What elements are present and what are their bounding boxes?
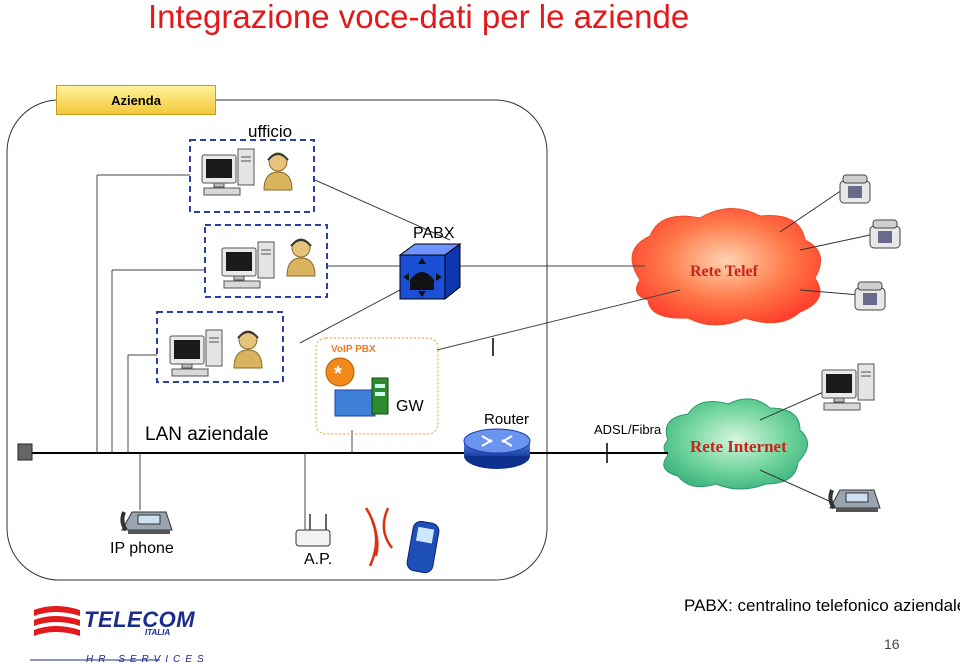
access-point-icon — [295, 514, 331, 547]
gw-label: GW — [396, 398, 424, 415]
rete-internet-label: Rete Internet — [690, 437, 787, 456]
telecom-logo-icon — [34, 606, 80, 636]
ufficio-group — [189, 139, 315, 213]
ufficio-label: ufficio — [248, 122, 293, 141]
rete-telef-cloud — [631, 207, 822, 326]
phone-icon — [854, 281, 886, 311]
ip-phone-icon — [120, 510, 174, 536]
user-icon — [286, 238, 316, 277]
logo-brand-text: TELECOM — [84, 607, 196, 632]
azienda-enclosure — [6, 99, 548, 581]
line-ufficio-pabx — [314, 179, 451, 241]
pabx-label: PABX — [413, 225, 455, 242]
voip-pbx-icon: * — [325, 357, 389, 417]
pc-icon — [221, 241, 275, 289]
wireless-waves-icon — [364, 507, 394, 567]
phone-icon — [839, 174, 871, 204]
page-title: Integrazione voce-dati per le aziende — [148, 0, 690, 35]
svg-text:*: * — [334, 363, 342, 385]
pc-icon — [201, 148, 255, 196]
access-point-label: A.P. — [304, 551, 333, 568]
internet-pc-icon — [821, 363, 875, 411]
router-label: Router — [484, 411, 530, 428]
page-number: 16 — [884, 636, 900, 652]
logo-sub-text: ITALIA — [145, 628, 171, 637]
logo-tagline: HR SERVICES — [86, 654, 209, 665]
office-group-2 — [204, 224, 328, 298]
rete-internet-cloud — [663, 398, 808, 490]
azienda-label: Azienda — [56, 85, 216, 115]
pabx-icon — [398, 243, 462, 301]
pc-icon — [169, 329, 223, 377]
router-icon — [463, 428, 531, 469]
voip-pbx-label: VoIP PBX — [331, 344, 376, 355]
voip-pbx-group — [315, 337, 439, 435]
pabx-definition: PABX: centralino telefonico aziendale — [684, 596, 960, 615]
lan-terminator — [17, 443, 33, 461]
mobile-phone-icon — [406, 520, 440, 574]
ip-phone-label: IP phone — [110, 540, 174, 557]
line-telef-phone1 — [779, 189, 843, 233]
phone-icon — [869, 219, 901, 249]
user-icon — [263, 152, 293, 191]
office-group-3 — [156, 311, 284, 383]
internet-ipphone-icon — [828, 488, 882, 514]
user-icon — [233, 330, 263, 369]
rete-telef-label: Rete Telef — [690, 263, 758, 280]
lan-label: LAN aziendale — [145, 424, 269, 445]
line-gw-telef — [436, 289, 681, 351]
adsl-label: ADSL/Fibra — [594, 422, 662, 437]
